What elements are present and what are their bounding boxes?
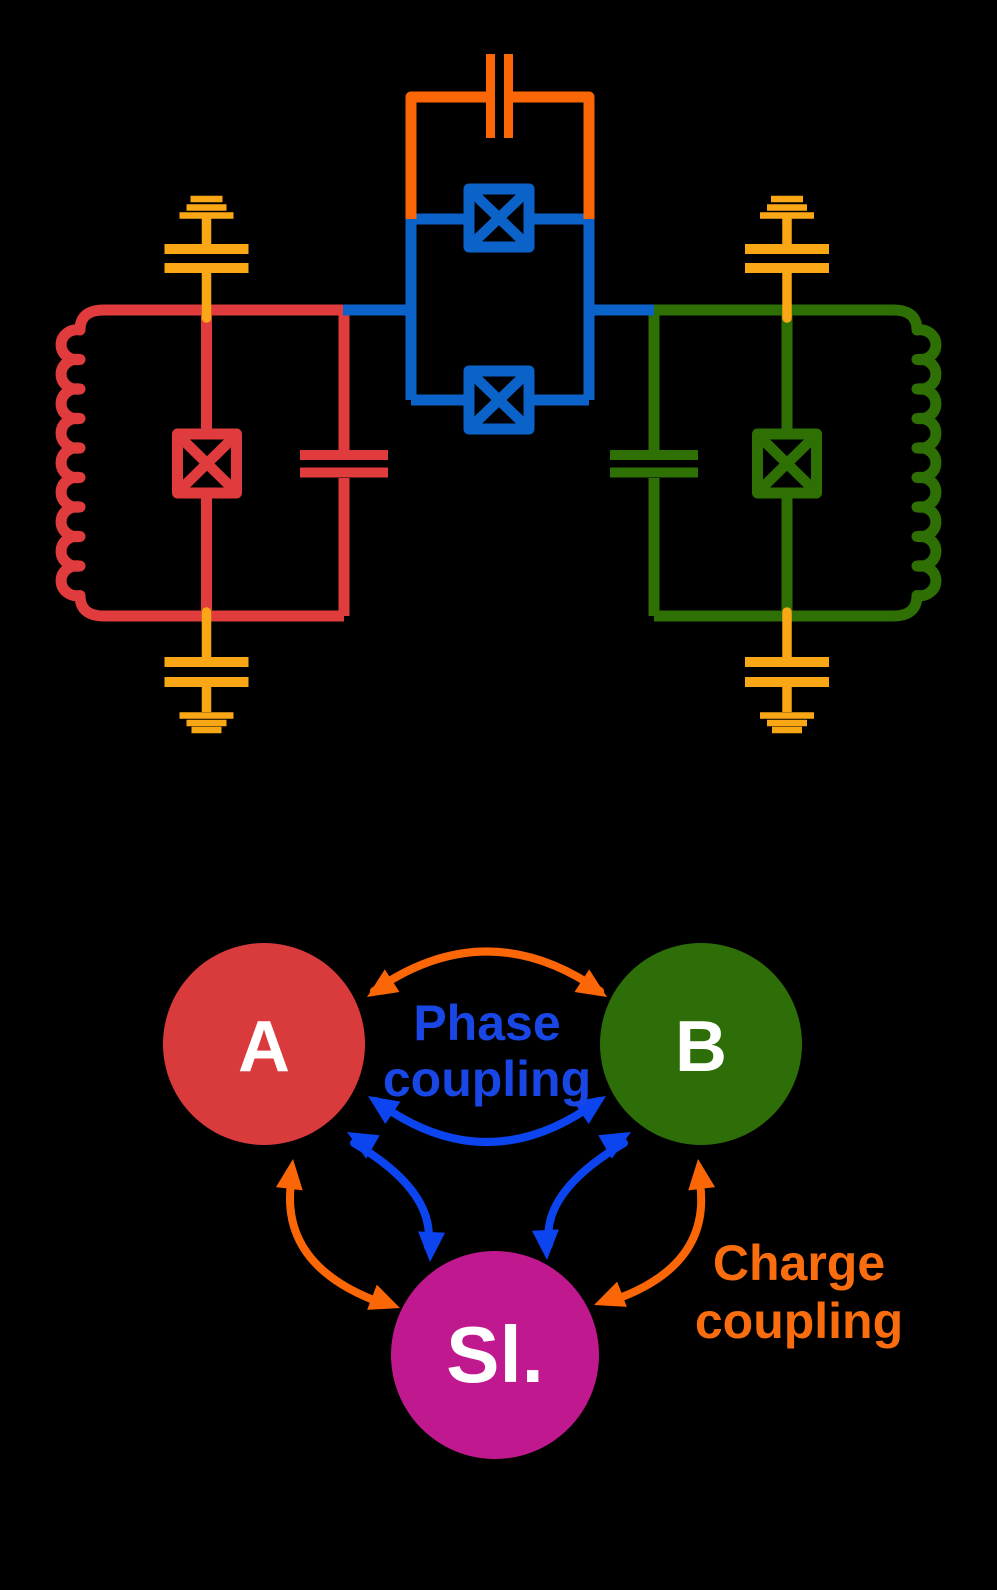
gate-capacitor-a-bottom (165, 612, 249, 730)
qubit-b-node: B (600, 943, 802, 1145)
josephson-junction-icon (172, 428, 242, 499)
gate-capacitor-icon (165, 199, 249, 318)
phase-coupling-arrow-a-sl (340, 1120, 446, 1263)
charge-coupling-label-line1: Charge (713, 1235, 885, 1291)
charge-coupling-label-line2: coupling (695, 1293, 903, 1349)
coupling-diagram: A B Sl. Phase coupling Charge coupling (163, 943, 903, 1459)
phase-coupling-arrow-a-b (360, 1084, 614, 1146)
slider-circle (391, 1251, 599, 1459)
josephson-junction-icon (463, 183, 535, 253)
qubit-b-circuit (610, 304, 942, 622)
charge-coupling-label: Charge coupling (695, 1235, 903, 1349)
capacitor-icon (300, 450, 388, 478)
arrowhead-icon (589, 1281, 627, 1318)
charge-coupling-arrow-b-sl (589, 1157, 716, 1318)
arrowhead-icon (531, 1229, 561, 1261)
qubit-a-label: A (238, 1007, 290, 1087)
inductor-icon (654, 304, 942, 622)
josephson-junction-icon (463, 365, 535, 435)
charge-coupling-arrow-a-sl (275, 1157, 405, 1321)
gate-capacitor-icon (165, 612, 249, 730)
gate-capacitor-icon (745, 612, 829, 730)
squid-loop-wires (343, 213, 654, 406)
circuit-schematic (55, 54, 942, 795)
coupler-squid-circuit (343, 183, 654, 435)
phase-coupling-label: Phase coupling (383, 995, 591, 1107)
capacitor-icon (486, 54, 513, 138)
qubit-b-label: B (675, 1007, 727, 1087)
arrowhead-icon (416, 1231, 446, 1263)
shunt-capacitor-circuit (405, 54, 595, 219)
qubit-a-circuit (55, 304, 388, 622)
gate-capacitor-icon (745, 199, 829, 318)
shunt-loop-wires (405, 91, 595, 219)
phase-coupling-label-line2: coupling (383, 1051, 591, 1107)
phase-coupling-arrow-b-sl (531, 1120, 638, 1261)
slider-label: Sl. (446, 1310, 544, 1399)
capacitor-icon (610, 450, 698, 478)
charge-coupling-arrow-a-b (359, 947, 615, 1009)
inductor-icon (55, 304, 344, 622)
gate-capacitor-b-bottom (745, 612, 829, 730)
gate-capacitor-b-top (745, 199, 829, 318)
slider-node: Sl. (391, 1251, 599, 1459)
josephson-junction-icon (752, 428, 822, 499)
qubit-a-node: A (163, 943, 365, 1145)
arrowhead-icon (684, 1157, 716, 1191)
gate-capacitor-a-top (165, 199, 249, 318)
arrowhead-icon (275, 1157, 307, 1191)
phase-coupling-label-line1: Phase (413, 995, 560, 1051)
qubit-b-circle (600, 943, 802, 1145)
qubit-a-circle (163, 943, 365, 1145)
